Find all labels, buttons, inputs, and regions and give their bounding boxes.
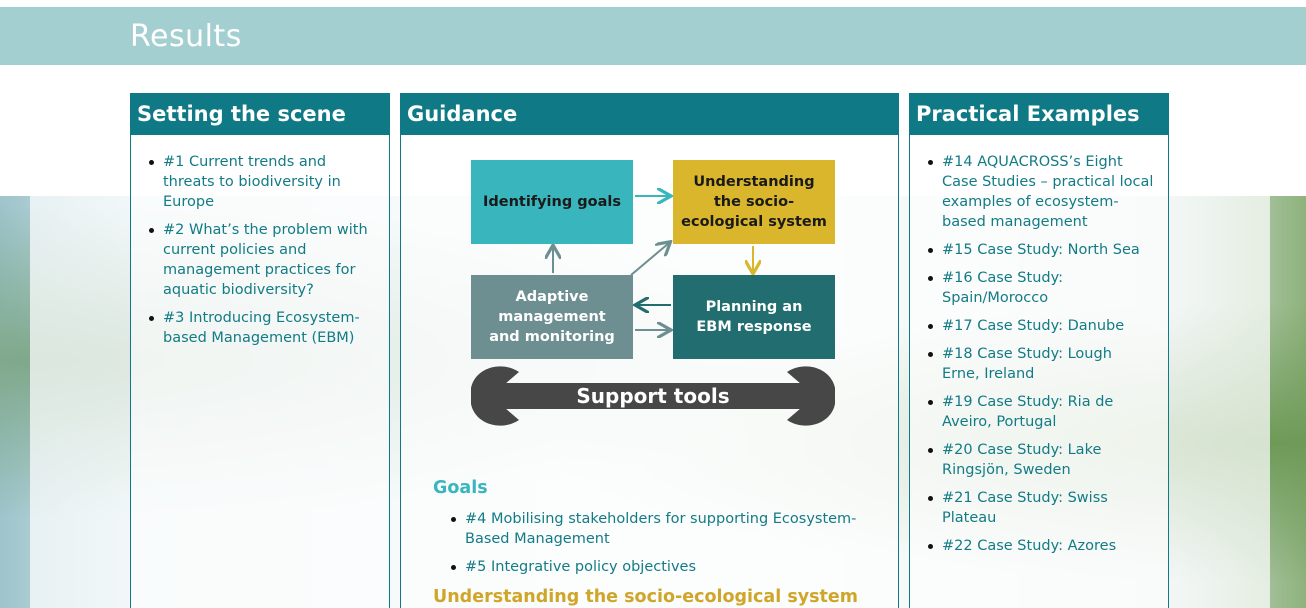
planning-ebm-box[interactable]: Planning an EBM response [673,275,835,359]
results-header: Results [0,7,1306,65]
planning-ebm-label: Planning an EBM response [696,299,812,335]
goals-list-wrap: #4 Mobilising stakeholders for supportin… [401,509,898,585]
guidance-panel: Guidance [400,93,899,608]
goals-list: #4 Mobilising stakeholders for supportin… [401,509,898,577]
list-item-link[interactable]: #21 Case Study: Swiss Plateau [928,488,1154,528]
list-item-link[interactable]: #5 Integrative policy objectives [451,557,868,577]
list-item-link[interactable]: #3 Introducing Ecosystem-based Managemen… [149,308,371,348]
practical-examples-panel: Practical Examples #14 AQUACROSS’s Eight… [909,93,1169,608]
page-title: Results [130,19,242,54]
setting-the-scene-panel: Setting the scene #1 Current trends and … [130,93,390,608]
list-item-link[interactable]: #16 Case Study: Spain/Morocco [928,268,1154,308]
list-item-link[interactable]: #4 Mobilising stakeholders for supportin… [451,509,868,549]
support-tools-label: Support tools [576,384,729,408]
list-item-link[interactable]: #17 Case Study: Danube [928,316,1154,336]
adaptive-management-box[interactable]: Adaptive management and monitoring [471,275,633,359]
practical-examples-list: #14 AQUACROSS’s Eight Case Studies – pra… [910,135,1168,556]
ebm-cycle-diagram: Support tools Identifying goals Understa… [471,160,835,450]
guidance-heading: Guidance [401,94,898,135]
list-item-link[interactable]: #18 Case Study: Lough Erne, Ireland [928,344,1154,384]
understanding-system-label: Understanding the socio-ecological syste… [681,174,827,230]
list-item-link[interactable]: #2 What’s the problem with current polic… [149,220,371,300]
list-item-link[interactable]: #15 Case Study: North Sea [928,240,1154,260]
list-item-link[interactable]: #22 Case Study: Azores [928,536,1154,556]
support-tools-wrench-icon [471,366,835,426]
setting-the-scene-list: #1 Current trends and threats to biodive… [131,135,389,348]
understanding-heading: Understanding the socio-ecological syste… [433,587,859,607]
diagram-arrows: Support tools [471,160,835,426]
setting-the-scene-heading: Setting the scene [131,94,389,135]
list-item-link[interactable]: #1 Current trends and threats to biodive… [149,152,371,212]
understanding-system-box[interactable]: Understanding the socio-ecological syste… [673,160,835,244]
identifying-goals-label: Identifying goals [482,194,622,210]
goals-heading: Goals [433,478,488,498]
identifying-goals-box[interactable]: Identifying goals [471,160,633,244]
list-item-link[interactable]: #14 AQUACROSS’s Eight Case Studies – pra… [928,154,1154,230]
adaptive-management-label: Adaptive management and monitoring [489,289,615,345]
list-item-link[interactable]: #19 Case Study: Ria de Aveiro, Portugal [928,392,1154,432]
top-strip [0,0,1306,7]
list-item-link[interactable]: #20 Case Study: Lake Ringsjön, Sweden [928,440,1154,480]
practical-examples-heading: Practical Examples [910,94,1168,135]
